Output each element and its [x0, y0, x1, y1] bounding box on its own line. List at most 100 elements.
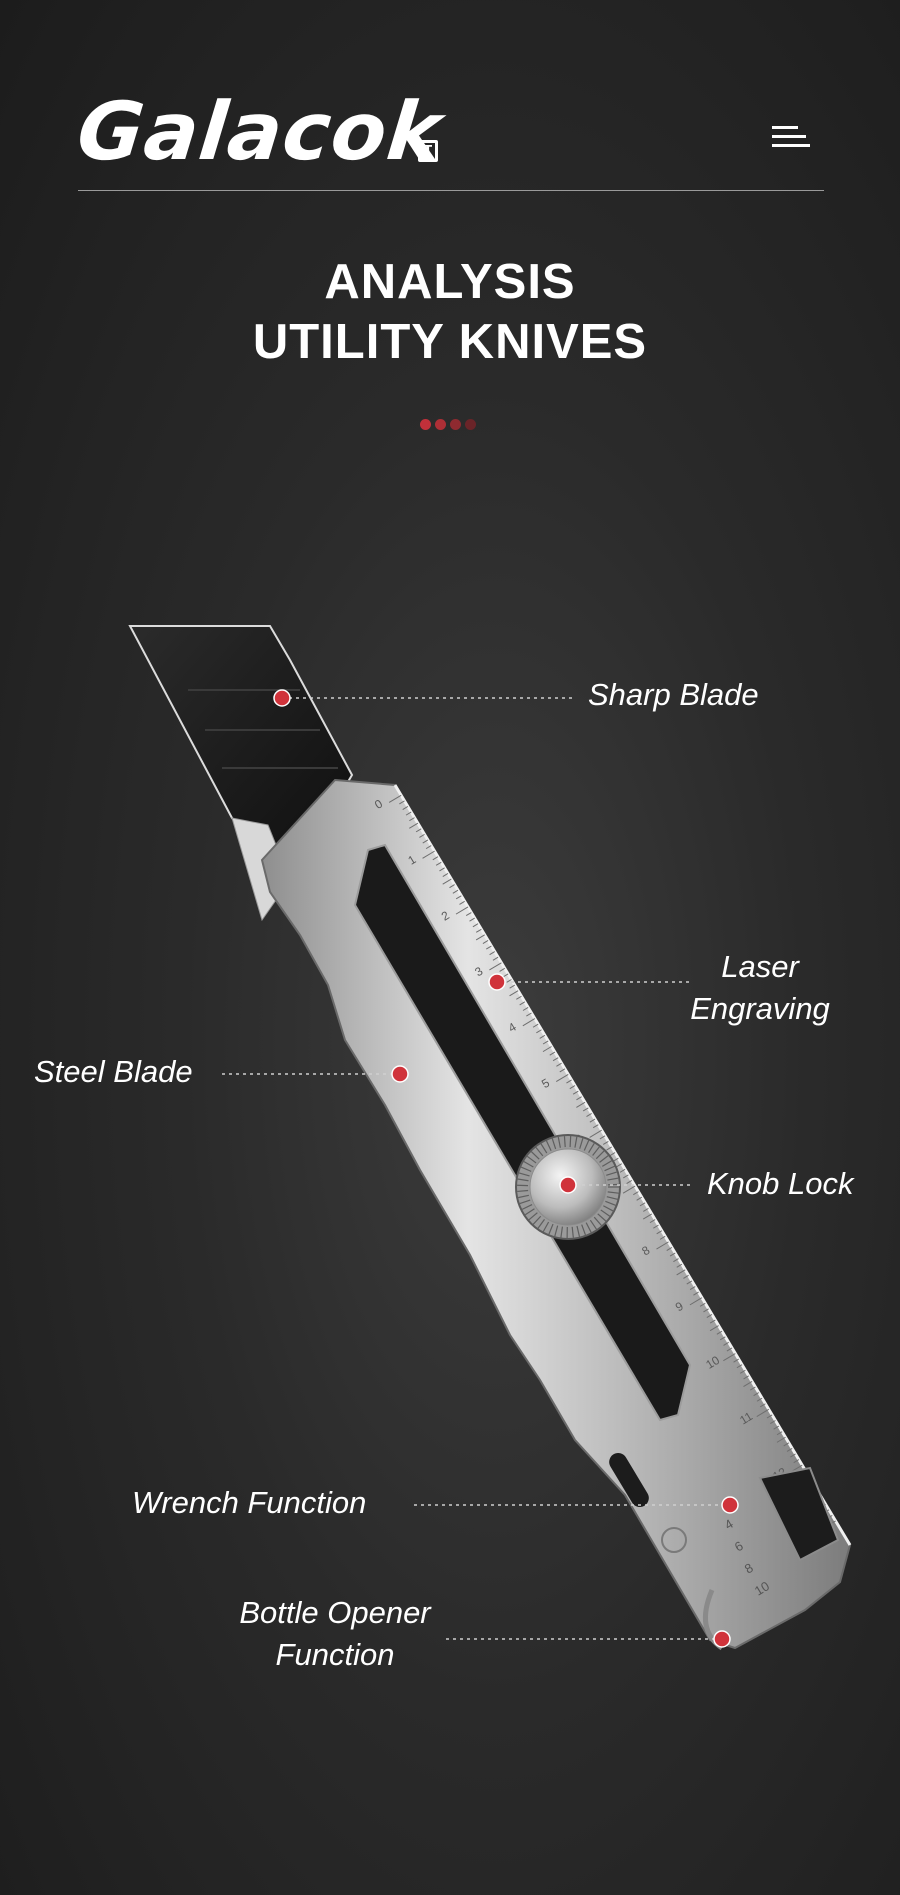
knob-tooth	[592, 1146, 600, 1156]
knob-tooth	[526, 1155, 537, 1164]
knob-tooth	[599, 1155, 609, 1163]
ruler-tick	[485, 945, 492, 950]
knob-tooth	[606, 1171, 617, 1176]
ruler-number: 10	[703, 1353, 722, 1372]
ruler-tick	[566, 1079, 572, 1084]
ruler-tick	[773, 1425, 780, 1430]
ruler-tick	[766, 1414, 773, 1419]
knob-tooth	[554, 1225, 559, 1237]
label-sharp-blade: Sharp Blade	[588, 677, 759, 712]
menu-icon[interactable]	[768, 124, 812, 152]
carousel-dot[interactable]	[450, 419, 461, 430]
menu-line	[772, 135, 806, 138]
ruler-tick	[790, 1453, 796, 1458]
ruler-tick	[709, 1325, 719, 1332]
marker-bottle-opener	[713, 1630, 731, 1648]
ruler-tick	[656, 1241, 669, 1250]
ruler-tick	[653, 1224, 659, 1229]
ruler-tick	[542, 1040, 549, 1045]
ruler-tick	[569, 1085, 576, 1090]
knob-tooth	[523, 1160, 534, 1168]
knob-tooth	[521, 1203, 533, 1210]
ruler-tick	[626, 1180, 633, 1184]
ruler-tick	[402, 806, 409, 810]
ruler-tick	[506, 979, 512, 984]
knob-tooth	[528, 1212, 538, 1221]
callout-steel-blade	[222, 1065, 409, 1083]
ruler-tick	[689, 1286, 696, 1291]
ruler-tick	[599, 1135, 606, 1140]
knob-tooth	[588, 1142, 595, 1154]
carousel-dot[interactable]	[420, 419, 431, 430]
ruler-tick	[656, 1230, 663, 1235]
ruler-tick	[666, 1247, 673, 1251]
knob-tooth	[589, 1219, 598, 1230]
knob-tooth	[557, 1136, 561, 1148]
ruler-tick	[582, 1107, 589, 1112]
ruler-tick	[622, 1185, 636, 1194]
ruler-tick	[726, 1347, 733, 1352]
ruler-tick	[419, 833, 425, 838]
ruler-tick	[733, 1358, 739, 1363]
callout-bottle-opener	[446, 1630, 731, 1648]
ruler-tick	[465, 912, 472, 917]
header: Galacok T	[0, 0, 900, 200]
ruler-tick	[693, 1291, 699, 1296]
carousel-dot[interactable]	[435, 419, 446, 430]
ruler-tick	[388, 794, 402, 803]
wrench-size-number: 10	[752, 1578, 772, 1598]
ruler-tick	[572, 1090, 579, 1095]
ruler-tick	[499, 967, 506, 972]
knob-tooth	[540, 1143, 548, 1154]
ruler-tick	[422, 850, 435, 859]
ruler-tick	[616, 1163, 622, 1168]
ruler-tick	[452, 889, 459, 894]
ruler-tick	[576, 1096, 582, 1101]
knob-tooth	[595, 1150, 605, 1160]
ruler-tick	[743, 1380, 753, 1387]
knob-tooth	[518, 1172, 530, 1177]
ruler-tick	[542, 1046, 552, 1053]
label-wrench-function: Wrench Function	[132, 1485, 367, 1520]
ruler-tick	[449, 884, 455, 889]
ruler-tick	[709, 1319, 716, 1324]
knob-tooth	[607, 1191, 619, 1194]
knob-tooth	[551, 1138, 557, 1150]
knob-tooth	[605, 1200, 616, 1206]
knob-tooth	[532, 1215, 542, 1225]
label-bottle-line2: Function	[275, 1637, 395, 1672]
knob-tooth	[576, 1225, 581, 1237]
knob-tooth	[571, 1226, 574, 1238]
ruler-tick	[623, 1174, 629, 1179]
knob-tooth	[545, 1140, 552, 1152]
ruler-tick	[522, 1006, 529, 1011]
knob-tooth	[548, 1223, 554, 1235]
knob-tooth	[574, 1136, 578, 1148]
ruler-tick	[559, 1068, 566, 1073]
ruler-tick	[589, 1118, 596, 1123]
ruler-tick	[602, 1140, 609, 1145]
ruler-tick	[719, 1336, 726, 1341]
ruler-tick	[539, 1034, 546, 1039]
callout-laser-engraving	[488, 973, 690, 991]
knob-tooth	[606, 1196, 618, 1200]
callout-wrench	[414, 1496, 739, 1514]
knob-tooth	[585, 1222, 592, 1233]
callout-sharp-blade	[273, 689, 572, 707]
carousel-dot[interactable]	[465, 419, 476, 430]
ruler-tick	[576, 1101, 586, 1108]
knob-tooth	[524, 1208, 535, 1216]
label-bottle-line1: Bottle Opener	[239, 1595, 431, 1630]
ruler-tick	[750, 1386, 756, 1391]
label-knob-lock: Knob Lock	[707, 1166, 854, 1201]
knob-tooth	[563, 1136, 566, 1148]
brand-logo[interactable]: Galacok	[73, 85, 447, 178]
ruler-tick	[676, 1269, 686, 1276]
ruler-tick	[459, 900, 465, 905]
ruler-tick	[676, 1263, 683, 1268]
ruler-tick	[783, 1442, 790, 1447]
knob-tooth	[600, 1209, 611, 1217]
ruler-tick	[455, 895, 462, 900]
ruler-tick	[776, 1436, 786, 1443]
